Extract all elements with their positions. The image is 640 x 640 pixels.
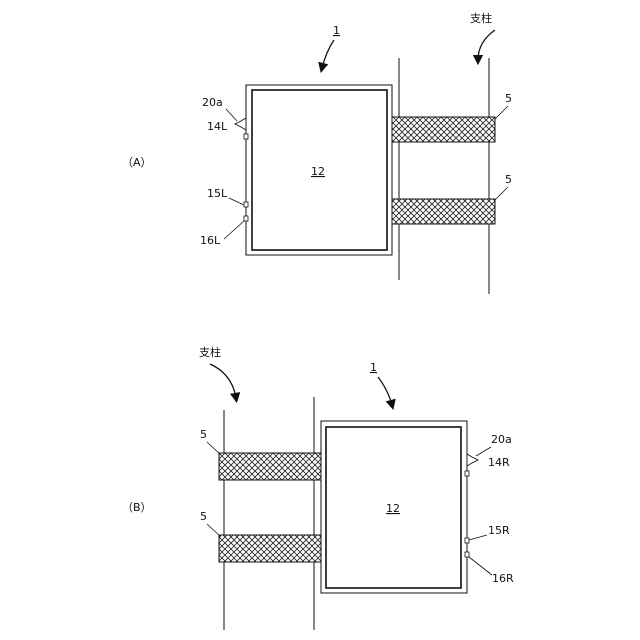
bracket-a-bottom-leader (495, 187, 508, 200)
bracket-b-bottom (219, 535, 321, 562)
pole-b-leader-arrow (210, 364, 236, 398)
figure-a-label: （A） (122, 156, 152, 169)
knob-a-leader (226, 109, 237, 121)
bracket-a-top (392, 117, 495, 142)
port-a-15-label: 15L (207, 187, 228, 200)
bracket-b-top-leader (207, 442, 221, 455)
port-a-16-icon (244, 216, 248, 221)
port-b-15-leader (469, 535, 487, 540)
pole-a-leader-arrow (478, 30, 495, 60)
port-b-15-icon (465, 538, 469, 543)
pole-a-label: 支柱 (470, 11, 492, 25)
bracket-a-top-label: 5 (505, 92, 512, 105)
device-b-ref: 1 (370, 361, 377, 374)
pole-b (224, 397, 314, 630)
knob-a-icon (235, 118, 246, 130)
port-a-16-label: 16L (200, 234, 221, 247)
port-b-16-icon (465, 552, 469, 557)
bracket-b-bottom-leader (207, 524, 221, 537)
device-a-box-label: 12 (311, 165, 325, 178)
knob-b-leader (476, 447, 491, 456)
bracket-b-bottom-label: 5 (200, 510, 207, 523)
bracket-a-bottom (392, 199, 495, 224)
figure-b-label: （B） (122, 501, 152, 514)
port-a-16-leader (224, 221, 244, 239)
port-b-15-label: 15R (488, 524, 510, 537)
bracket-b-top-label: 5 (200, 428, 207, 441)
port-a-14-label: 14L (207, 120, 228, 133)
port-b-14-label: 14R (488, 456, 510, 469)
port-a-14-icon (244, 134, 248, 139)
bracket-a-top-leader (495, 106, 508, 119)
knob-b-label: 20a (491, 433, 512, 446)
knob-a-label: 20a (202, 96, 223, 109)
device-b-leader-arrow (378, 377, 392, 405)
bracket-a-bottom-label: 5 (505, 173, 512, 186)
port-a-15-icon (244, 202, 248, 207)
port-b-14-icon (465, 471, 469, 476)
port-b-16-label: 16R (492, 572, 514, 585)
port-b-16-leader (469, 557, 492, 575)
bracket-b-top (219, 453, 321, 480)
pole-b-label: 支柱 (199, 345, 221, 359)
figure-a: （A） 支柱 1 12 5 5 20a 14L 15L 16L (122, 11, 512, 294)
figure-b: （B） 支柱 1 12 5 5 20a 14R 15R 16R (122, 345, 514, 630)
device-b-box-label: 12 (386, 502, 400, 515)
pole-a (399, 58, 489, 294)
device-a-ref: 1 (333, 24, 340, 37)
device-a-leader-arrow (322, 40, 334, 68)
port-a-15-leader (229, 198, 244, 205)
